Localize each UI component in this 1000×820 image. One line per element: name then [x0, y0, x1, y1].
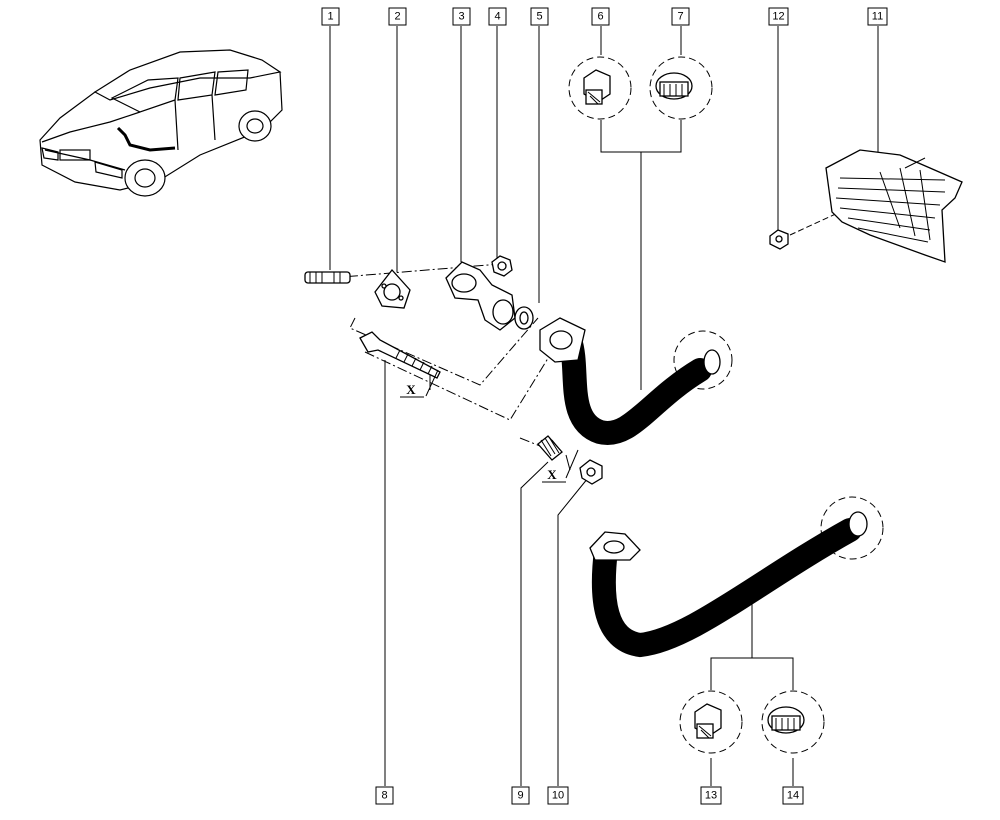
callout-9: 9	[511, 786, 530, 805]
svg-text:9: 9	[517, 790, 523, 802]
callout-4: 4	[488, 7, 507, 26]
callout-11: 11	[867, 7, 888, 26]
x-label-right: X	[547, 467, 557, 482]
callout-8: 8	[375, 786, 394, 805]
svg-text:10: 10	[552, 790, 564, 802]
svg-text:8: 8	[381, 790, 387, 802]
spring-part-9	[537, 435, 563, 461]
detail-circle-13	[679, 690, 743, 754]
svg-text:5: 5	[536, 11, 542, 23]
svg-text:13: 13	[705, 790, 717, 802]
heat-shield-part-11	[825, 149, 963, 263]
pipe-lower	[589, 511, 868, 658]
callout-2: 2	[388, 7, 407, 26]
svg-text:14: 14	[787, 790, 799, 802]
callout-3: 3	[452, 7, 471, 26]
callout-13: 13	[700, 786, 722, 805]
svg-text:4: 4	[494, 11, 500, 23]
pipe-upper	[539, 317, 721, 445]
nut-part-10	[579, 459, 603, 485]
svg-text:6: 6	[597, 11, 603, 23]
detail-circle-upper-pipe-end	[673, 330, 733, 390]
callout-1: 1	[321, 7, 340, 26]
svg-text:2: 2	[394, 11, 400, 23]
leader-lines	[329, 26, 879, 786]
gasket-part-2	[374, 268, 411, 309]
svg-text:11: 11	[872, 11, 883, 23]
callout-6: 6	[591, 7, 610, 26]
callout-5: 5	[530, 7, 549, 26]
callout-14: 14	[782, 786, 804, 805]
svg-text:12: 12	[772, 11, 784, 23]
seal-part-5	[514, 306, 534, 330]
car-illustration	[39, 49, 283, 197]
bolt-part-8	[359, 331, 441, 379]
svg-text:3: 3	[458, 11, 464, 23]
detail-circle-lower-pipe-end	[820, 496, 884, 560]
stud-part-1	[304, 271, 351, 284]
svg-text:1: 1	[327, 11, 333, 23]
x-marker-right: X	[542, 449, 579, 483]
detail-circle-6	[568, 56, 632, 120]
alignment-lines	[329, 263, 551, 447]
x-label-left: X	[406, 382, 416, 397]
detail-circle-7	[649, 56, 713, 120]
callout-12: 12	[768, 7, 789, 26]
nut-part-4	[491, 255, 513, 277]
nut-part-12	[769, 229, 789, 250]
detail-circle-14	[761, 690, 825, 754]
callout-10: 10	[547, 786, 569, 805]
svg-text:7: 7	[677, 11, 683, 23]
x-marker-left: X	[400, 369, 439, 398]
callout-7: 7	[671, 7, 690, 26]
